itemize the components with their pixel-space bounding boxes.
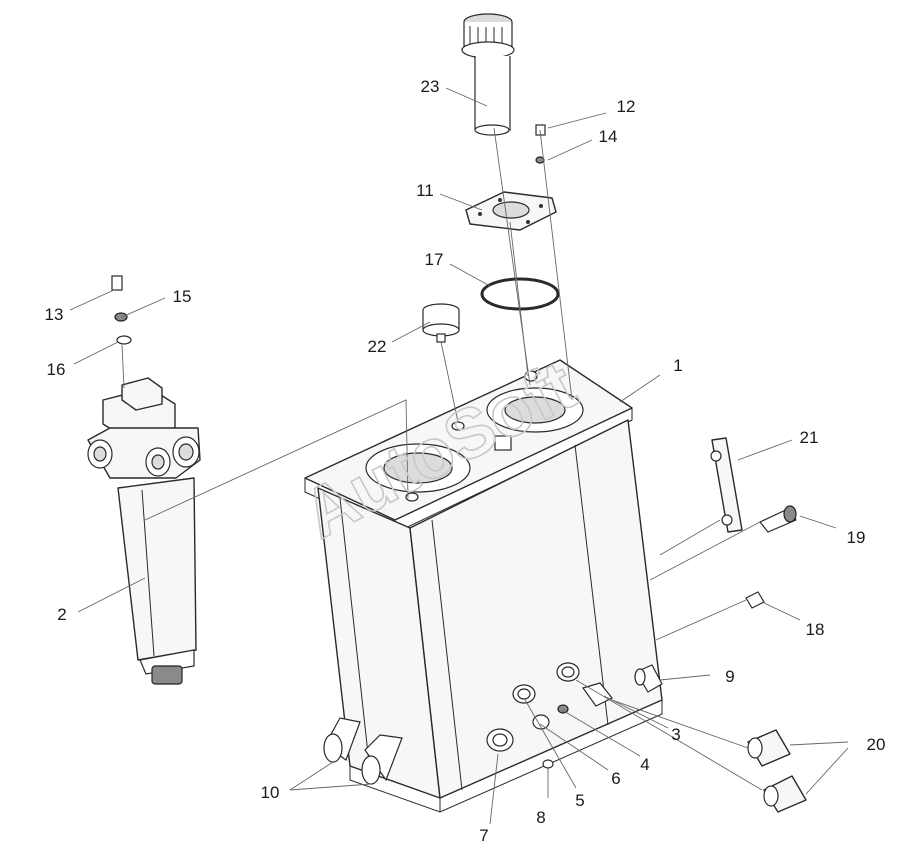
- callout-3: 3: [671, 725, 680, 744]
- cover-plate: [465, 191, 557, 231]
- callout-18: 18: [806, 620, 825, 639]
- cap-22: [422, 303, 460, 343]
- callout-1: 1: [673, 356, 682, 375]
- fitting-18: [745, 591, 765, 609]
- callout-17: 17: [425, 250, 444, 269]
- leader-lines: [69, 87, 849, 825]
- washer-14: [535, 156, 545, 164]
- tank-body: [304, 359, 663, 813]
- washer-15: [114, 312, 128, 322]
- callout-19: 19: [847, 528, 866, 547]
- callout-13: 13: [45, 305, 64, 324]
- callout-7: 7: [479, 826, 488, 845]
- callout-10: 10: [261, 783, 280, 802]
- level-gauge: [710, 437, 743, 533]
- bolt-13: [111, 275, 123, 291]
- callout-labels: 1 2 3 4 5 6 7 8 9 10 11 12 13 14 15 16 1…: [45, 77, 886, 845]
- callout-11: 11: [416, 181, 434, 200]
- callout-16: 16: [47, 360, 66, 379]
- callout-8: 8: [536, 808, 545, 827]
- breather-filler: [461, 13, 515, 136]
- sensor-19: [759, 505, 797, 533]
- callout-15: 15: [173, 287, 192, 306]
- callout-4: 4: [640, 755, 649, 774]
- callout-14: 14: [599, 127, 618, 146]
- callout-5: 5: [575, 791, 584, 810]
- callout-23: 23: [421, 77, 440, 96]
- callout-9: 9: [725, 667, 734, 686]
- callout-21: 21: [800, 428, 819, 447]
- callout-2: 2: [57, 605, 66, 624]
- callout-6: 6: [611, 769, 620, 788]
- callout-20: 20: [867, 735, 886, 754]
- callout-12: 12: [617, 97, 636, 116]
- filter-assembly: [87, 377, 201, 685]
- washer-16: [116, 335, 132, 345]
- callout-22: 22: [368, 337, 387, 356]
- fittings-20: [747, 729, 807, 813]
